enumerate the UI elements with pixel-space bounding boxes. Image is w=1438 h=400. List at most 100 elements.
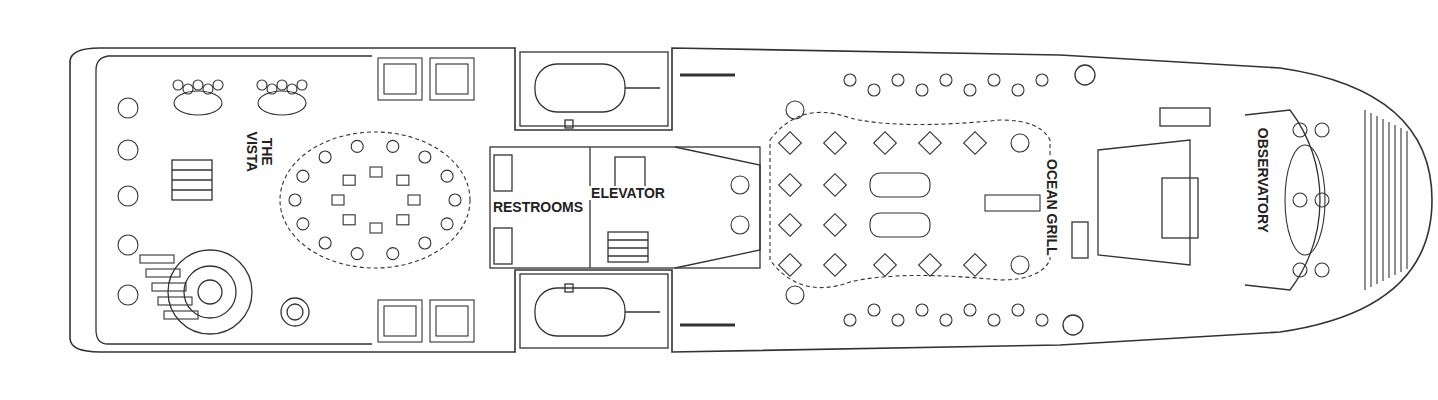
dining-table <box>824 214 847 237</box>
deck-seat <box>1036 74 1048 86</box>
deck-seat <box>916 304 928 316</box>
sofa <box>343 175 355 185</box>
window-mullion <box>1406 131 1407 269</box>
chair <box>183 84 193 94</box>
porthole <box>118 140 138 160</box>
lounge-chair <box>297 170 309 182</box>
round-table <box>731 176 749 194</box>
sofa <box>343 215 355 225</box>
area-label: OCEAN GRILL <box>1044 157 1059 257</box>
dining-table <box>779 132 802 155</box>
observatory-seat <box>1315 123 1329 137</box>
long-table <box>985 195 1040 211</box>
area-label: RESTROOMS <box>491 200 585 215</box>
lounge-chair <box>289 194 301 206</box>
porthole <box>118 285 138 305</box>
area-label: THE VISTA <box>244 127 273 177</box>
lounge-chair <box>419 237 431 249</box>
dining-table <box>964 254 987 277</box>
sofa <box>397 215 409 225</box>
porthole <box>118 98 138 118</box>
deck-seat <box>892 314 904 326</box>
observatory-seat <box>1315 263 1329 277</box>
dining-table <box>874 254 897 277</box>
deck-box-inner <box>436 306 468 336</box>
lounge-chair <box>441 170 453 182</box>
deck-box <box>430 58 474 100</box>
chair <box>203 84 213 94</box>
observatory-seat <box>1293 263 1307 277</box>
observatory-seat <box>1293 193 1307 207</box>
lounge-chair <box>387 248 399 260</box>
lounge-chair <box>319 151 331 163</box>
lounge-table <box>174 91 222 115</box>
lounge-zone <box>280 132 470 268</box>
deck-box <box>378 58 422 100</box>
deck-box-inner <box>384 64 416 94</box>
chair <box>173 80 183 90</box>
round-table <box>1011 256 1029 274</box>
round-table <box>786 286 804 304</box>
sun-lounger <box>146 269 180 277</box>
dining-table <box>824 132 847 155</box>
sofa <box>332 195 344 205</box>
chair <box>257 80 267 90</box>
window-mullion <box>1376 116 1377 284</box>
deck-seat <box>868 84 880 96</box>
dining-table <box>824 254 847 277</box>
round-table <box>1011 134 1029 152</box>
deck-seat <box>988 314 1000 326</box>
deck-box <box>430 300 474 342</box>
deck-box <box>378 300 422 342</box>
window-mullion <box>1388 122 1389 278</box>
chair <box>277 80 287 90</box>
deck-seat <box>964 304 976 316</box>
sofa <box>397 175 409 185</box>
lounge-chair <box>441 218 453 230</box>
dining-table <box>779 254 802 277</box>
chair <box>287 84 297 94</box>
dining-table <box>824 174 847 197</box>
area-label: ELEVATOR <box>589 186 667 201</box>
deck-seat <box>844 314 856 326</box>
deck-seat <box>940 314 952 326</box>
deck-seat <box>844 74 856 86</box>
observatory-table <box>1285 145 1325 255</box>
dining-table <box>919 132 942 155</box>
deck-seat <box>1012 84 1024 96</box>
lounge-chair <box>419 151 431 163</box>
banquette <box>870 213 930 237</box>
sofa <box>370 167 382 177</box>
sun-lounger <box>140 255 174 263</box>
porthole <box>118 235 138 255</box>
lounge-chair <box>351 140 363 152</box>
sun-lounger <box>152 283 186 291</box>
sun-lounger <box>164 311 198 319</box>
window-mullion <box>1400 128 1401 272</box>
deck-seat <box>964 84 976 96</box>
deck-seat <box>916 84 928 96</box>
observatory-seat <box>1315 193 1329 207</box>
chair <box>213 80 223 90</box>
round-table <box>786 101 804 119</box>
porthole <box>118 186 138 206</box>
round-table <box>731 216 749 234</box>
dining-table <box>779 214 802 237</box>
deck-seat <box>940 74 952 86</box>
observatory-seat <box>1293 123 1307 137</box>
dining-table <box>779 174 802 197</box>
dining-table <box>919 254 942 277</box>
lounge-chair <box>449 194 461 206</box>
lounge-chair <box>387 140 399 152</box>
area-label: OBSERVATORY <box>1256 125 1271 234</box>
deck-seat <box>868 304 880 316</box>
lounge-chair <box>351 248 363 260</box>
chair <box>267 84 277 94</box>
sofa <box>370 223 382 233</box>
window-mullion <box>1394 125 1395 275</box>
deck-seat <box>988 74 1000 86</box>
window-mullion <box>1370 113 1371 287</box>
window-mullion <box>1364 110 1365 290</box>
